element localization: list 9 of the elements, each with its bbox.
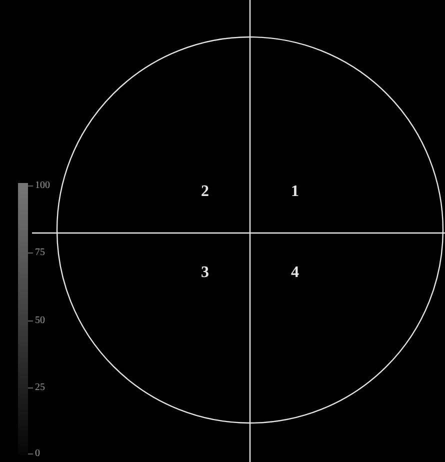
scale-tick-label: 25	[35, 383, 45, 393]
scale-tick-label: 50	[35, 316, 45, 326]
quadrant-number: 1	[291, 184, 299, 200]
quadrant-number: 4	[291, 265, 299, 281]
scale-tick-label: 75	[35, 248, 45, 258]
scale-tick-label: 0	[35, 449, 40, 459]
quadrant-number: 3	[201, 265, 209, 281]
quadrant-number: 2	[201, 184, 209, 200]
scale-tick-label: 100	[35, 181, 50, 191]
